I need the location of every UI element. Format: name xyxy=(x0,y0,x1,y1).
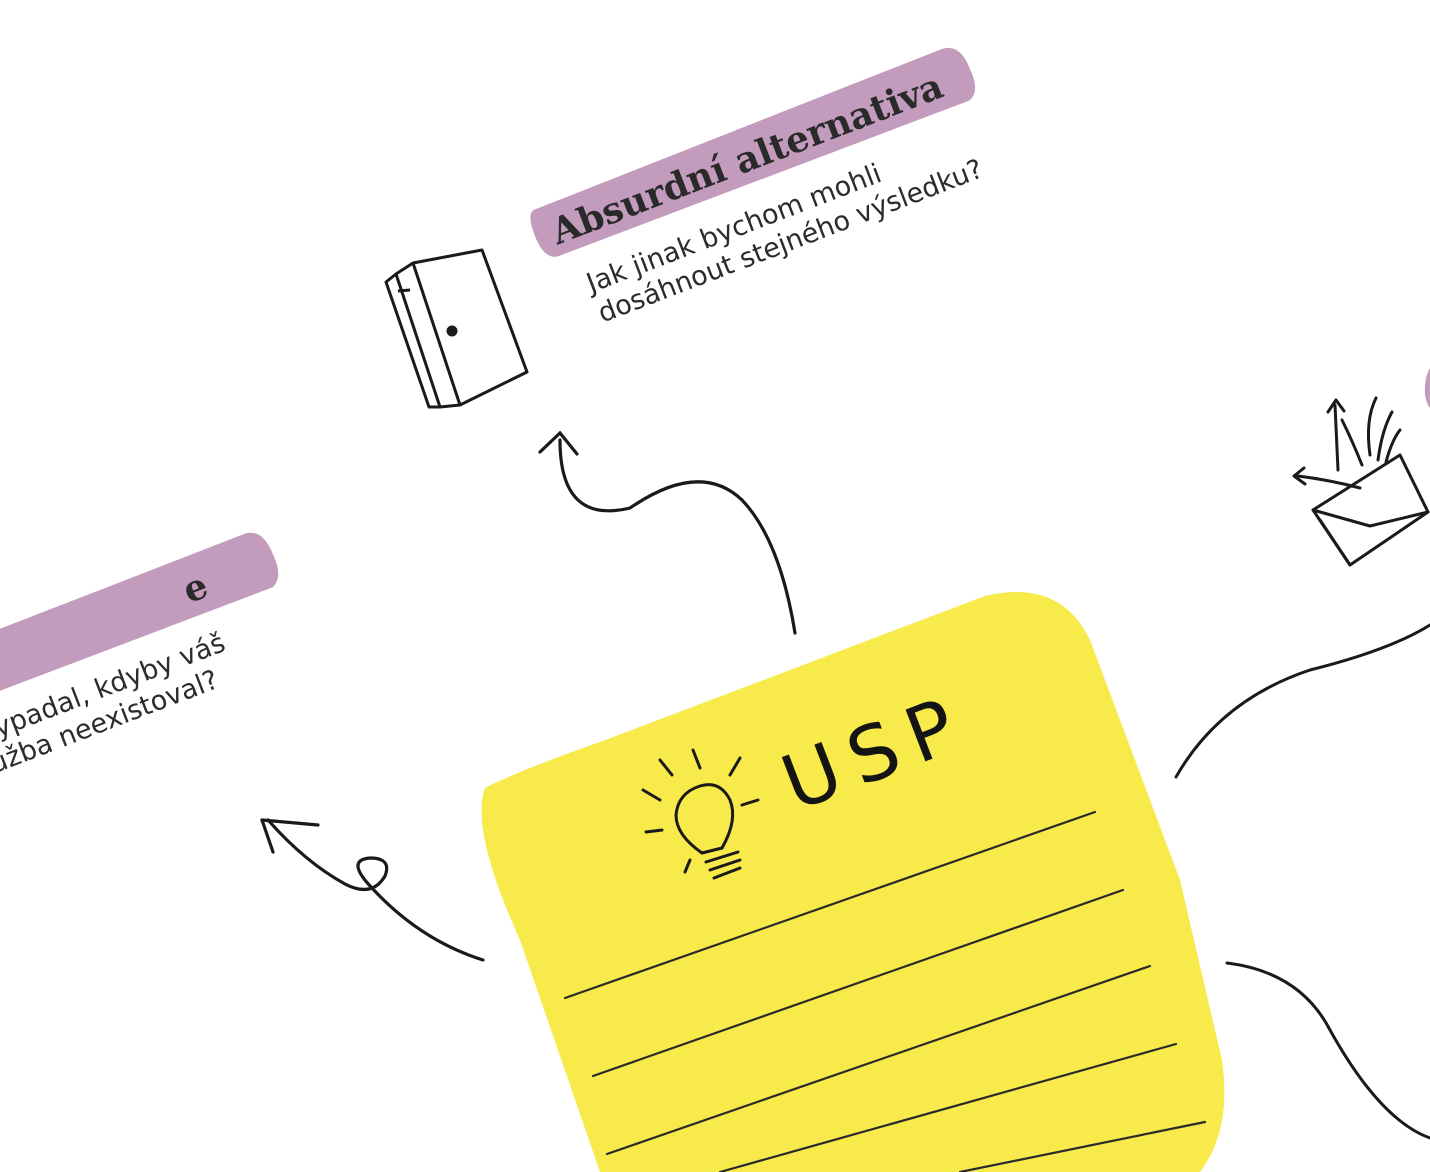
door-icon xyxy=(384,248,529,409)
partial-tag-right xyxy=(1424,368,1430,408)
usp-sticky-note xyxy=(481,591,1225,1172)
card-title-tag: Absurdní alternativa xyxy=(522,44,976,270)
right-connector-lines xyxy=(1174,623,1430,1140)
card-world-without: e svět vypadal, kdyby váš kt/služba neex… xyxy=(0,532,291,844)
card-title: e xyxy=(177,564,214,612)
card-absurd-alternative: Absurdní alternativa Jak jinak bychom mo… xyxy=(522,44,1001,342)
lightbulb-icon xyxy=(641,748,760,880)
arrow-to-alternative xyxy=(538,430,797,635)
sticky-note-lines xyxy=(563,810,1207,1172)
envelope-icon xyxy=(1292,396,1430,567)
arrow-to-world-without xyxy=(260,818,485,962)
card-title-tag: e xyxy=(0,532,279,776)
